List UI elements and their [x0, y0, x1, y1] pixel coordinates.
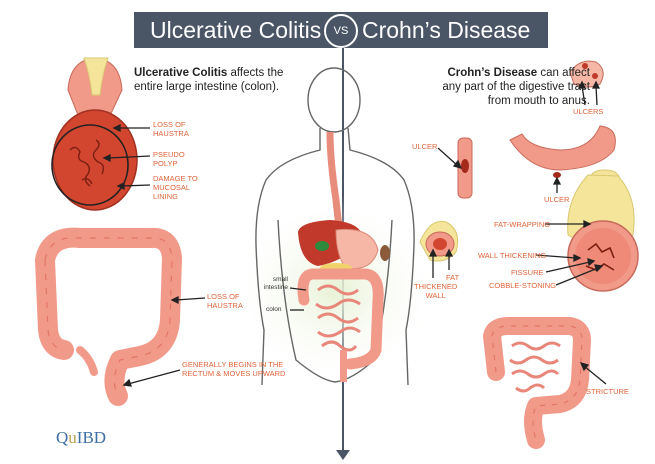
label-fissure: FISSURE [511, 268, 544, 277]
label-cobble-stoning: COBBLE-STONING [489, 281, 556, 290]
cd-intro-text-3: from mouth to anus. [487, 95, 590, 107]
spleen [380, 245, 390, 261]
uc-intro-bold: Ulcerative Colitis [134, 67, 228, 79]
divider-arrow [336, 450, 350, 460]
logo-q: Q [56, 428, 69, 447]
cd-intro: Crohn’s Disease can affect any part of t… [390, 66, 590, 108]
label-ulcers: ULCERS [573, 107, 604, 116]
label-damage-mucosal-lining: DAMAGE TO MUCOSAL LINING [153, 174, 198, 201]
cd-stomach [509, 125, 616, 178]
cd-large-cross-section [567, 169, 639, 292]
rectum-torso [340, 350, 347, 382]
cd-intro-text-2: any part of the digestive tract [442, 81, 590, 93]
label-fat-wrapping: FAT-WRAPPING [494, 220, 551, 229]
label-thickened-wall: THICKENED WALL [414, 282, 458, 300]
label-wall-thickening: WALL THICKENING [478, 251, 547, 260]
logo-ibd: IBD [76, 428, 107, 447]
label-ulcer-right: ULCER [544, 195, 570, 204]
gallbladder [315, 241, 329, 251]
label-loss-of-haustra-colon: LOSS OF HAUSTRA [207, 292, 243, 310]
uc-colon-long [35, 227, 182, 406]
torso-glow [230, 195, 440, 385]
label-loss-of-haustra-top: LOSS OF HAUSTRA [153, 120, 189, 138]
title-crohns-disease: Crohn’s Disease [362, 17, 531, 43]
small-intestine-torso [315, 284, 361, 352]
label-pseudo-polyp: PSEUDO POLYP [153, 150, 185, 168]
cd-intro-bold: Crohn’s Disease [447, 67, 538, 79]
uc-intro-text-2: entire large intestine (colon). [134, 81, 280, 93]
title-ulcerative-colitis: Ulcerative Colitis [150, 17, 322, 43]
human-torso [255, 67, 415, 386]
uc-cross-section-top [51, 57, 138, 211]
quibd-logo: QuIBD [56, 428, 106, 448]
label-colon: colon [266, 306, 282, 313]
label-stricture: STRICTURE [586, 387, 629, 396]
cd-colon [483, 317, 591, 449]
uc-intro: Ulcerative Colitis affects the entire la… [134, 66, 324, 94]
uc-intro-text-1: affects the [227, 67, 284, 79]
label-fat: FAT [446, 273, 460, 282]
cd-ulcer-tube [457, 137, 473, 199]
leader-lines [102, 80, 607, 387]
cd-intro-text-1: can affect [537, 67, 590, 79]
cd-mouth-ulcer [569, 60, 604, 88]
logo-u: u [68, 428, 77, 447]
label-begins-in-rectum: GENERALLY BEGINS IN THE RECTUM & MOVES U… [182, 360, 286, 378]
label-ulcer-left: ULCER [412, 142, 438, 151]
label-small-intestine: small intestine [263, 276, 288, 291]
colon-torso [297, 268, 384, 370]
stomach [335, 228, 379, 270]
vs-badge: VS [324, 14, 358, 48]
